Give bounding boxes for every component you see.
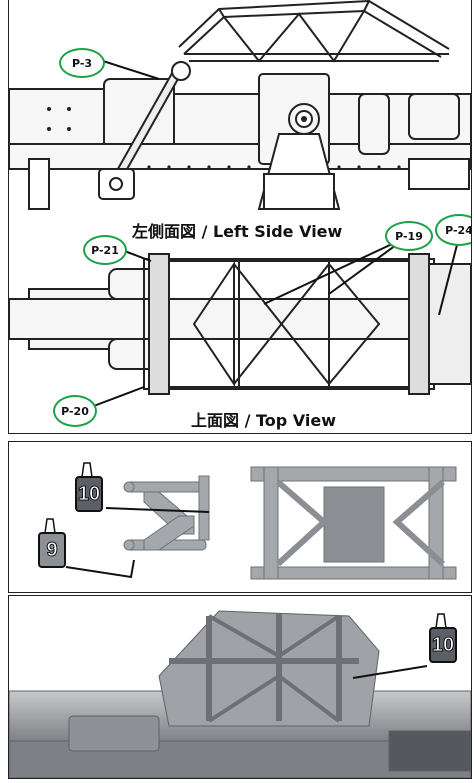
part-ref-p24-badge: P-24 bbox=[435, 214, 472, 246]
part-ref-p21: P-21 bbox=[91, 243, 119, 257]
paint-code-a: 10 bbox=[77, 482, 101, 505]
paint-code-c: 10 bbox=[431, 633, 455, 656]
part-ref-p3-badge: P-3 bbox=[59, 48, 105, 78]
paint-code-badge: 10 bbox=[429, 627, 457, 663]
part-ref-p21-badge: P-21 bbox=[83, 235, 127, 265]
part-ref-p24: P-24 bbox=[445, 223, 472, 237]
top-view-caption: 上面図 / Top View bbox=[187, 407, 341, 431]
part-ref-p20-badge: P-20 bbox=[53, 395, 97, 427]
paint-code-badge: 9 bbox=[38, 532, 66, 568]
part-ref-p3: P-3 bbox=[71, 56, 93, 70]
left-side-view-caption: 左側面図 / Left Side View bbox=[128, 218, 347, 242]
paint-bottle-a: 10 bbox=[75, 462, 103, 512]
paint-code-b: 9 bbox=[46, 538, 58, 561]
part-ref-p20: P-20 bbox=[61, 404, 89, 418]
assembled-photo-panel: 10 bbox=[8, 595, 472, 779]
part-ref-p19: P-19 bbox=[395, 229, 423, 243]
assembled-photo bbox=[9, 610, 471, 778]
paint-bottle-b: 9 bbox=[38, 518, 66, 568]
paint-bottle-c: 10 bbox=[429, 613, 457, 663]
chassis-line-art bbox=[9, 0, 471, 408]
assembly-drawing-panel: P-3 左側面図 / Left Side View P-21 P-19 P-24… bbox=[8, 0, 472, 434]
parts-photo bbox=[65, 466, 457, 580]
parts-photo-panel: 10 9 bbox=[8, 441, 472, 593]
part-ref-p19-badge: P-19 bbox=[385, 221, 433, 251]
paint-code-badge: 10 bbox=[75, 476, 103, 512]
